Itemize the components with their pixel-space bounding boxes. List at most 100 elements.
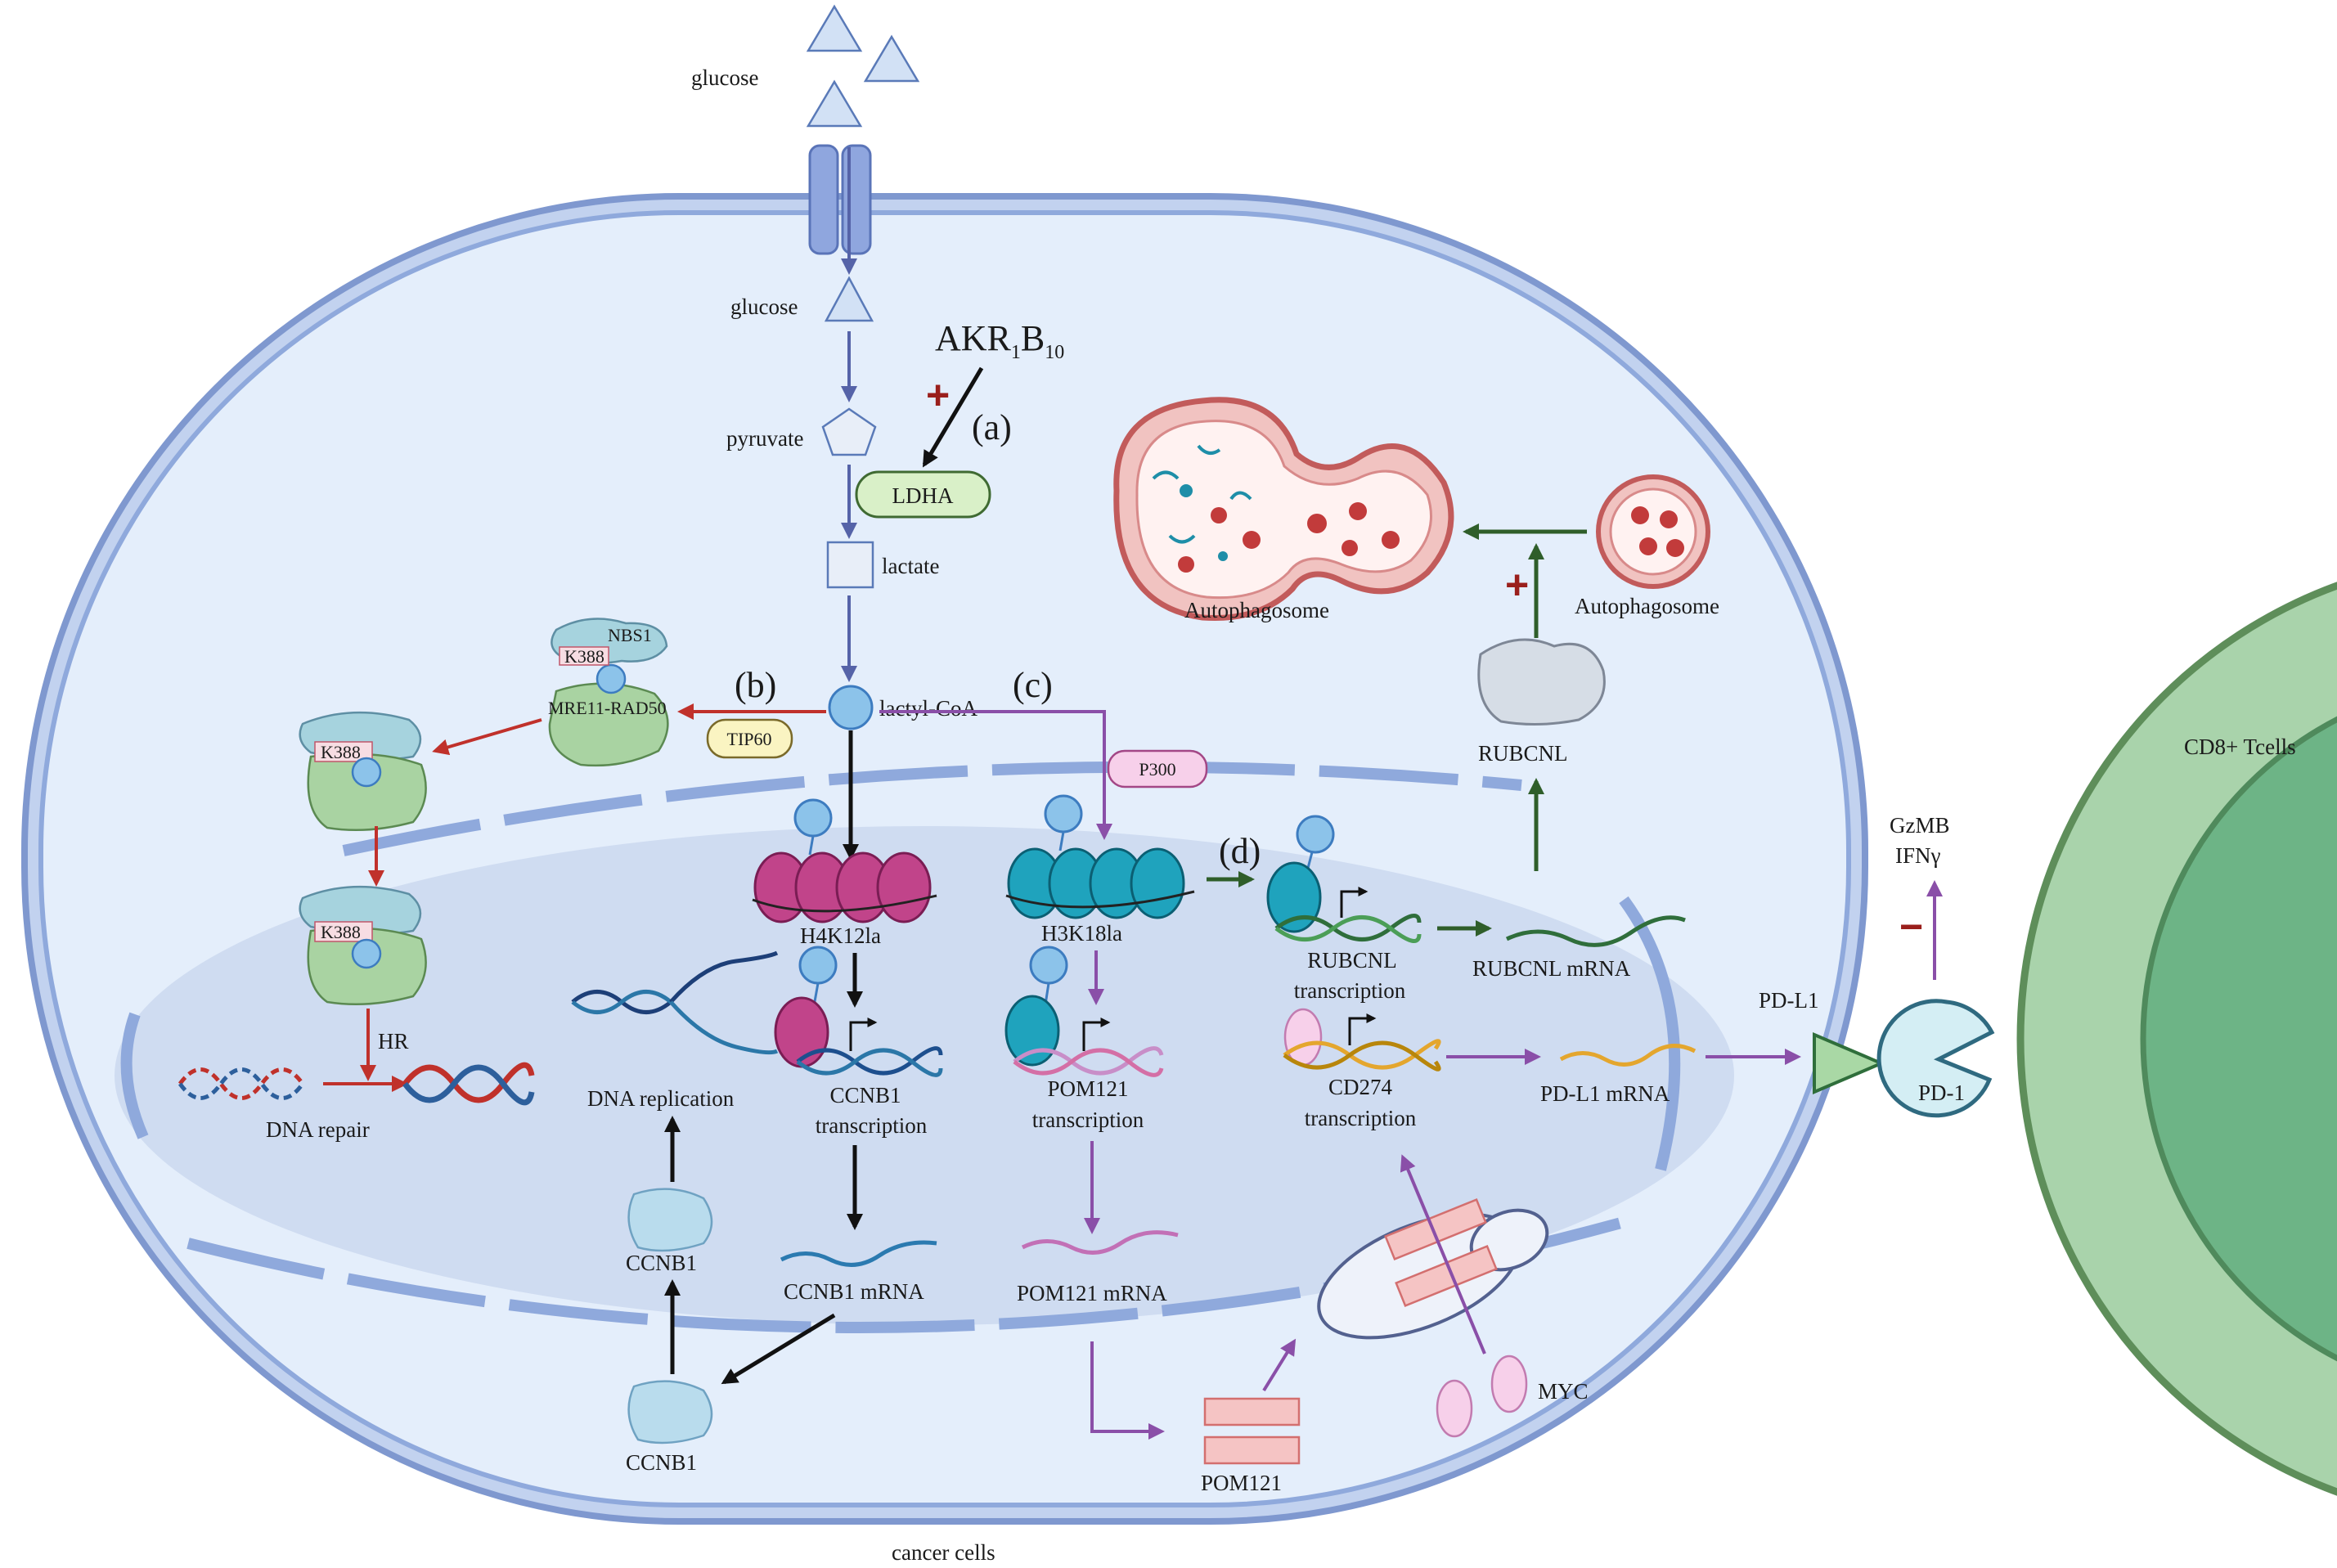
arrow-mre11-to-complex bbox=[432, 718, 542, 756]
pom121-gene-helix-icon bbox=[1013, 1018, 1164, 1077]
arrow-akr1b10-to-ldha bbox=[922, 366, 984, 468]
ldha-label: LDHA bbox=[892, 483, 954, 508]
arrow-ccnb1-mrna-to-protein bbox=[721, 1313, 836, 1385]
ccnb1-protein-upper-icon bbox=[627, 1188, 713, 1252]
ccnb1-transcription-label-1: CCNB1 bbox=[829, 1083, 901, 1107]
pyruvate-icon bbox=[821, 407, 877, 456]
glucose-molecules-outside bbox=[806, 4, 920, 128]
h3k18la-nucleosomes bbox=[1005, 847, 1195, 919]
dna-replication-label: DNA replication bbox=[587, 1086, 735, 1111]
ifng-label: IFNγ bbox=[1895, 843, 1941, 868]
lactyl-mark-h3 bbox=[1044, 794, 1083, 833]
lactyl-mark-h4 bbox=[793, 798, 833, 838]
ldha-enzyme bbox=[855, 470, 991, 519]
pd1-receptor-icon bbox=[1876, 999, 1995, 1118]
arrow-lactylcoa-to-h3k18la bbox=[879, 710, 1112, 840]
p300-label: P300 bbox=[1139, 759, 1175, 780]
dna-repair-label: DNA repair bbox=[266, 1117, 370, 1142]
pdl1-label: PD-L1 bbox=[1759, 988, 1819, 1013]
lactyl-coa-label: lactyl-CoA bbox=[879, 696, 977, 721]
pyruvate-label: pyruvate bbox=[726, 426, 803, 451]
repaired-dna-helix-icon bbox=[402, 1062, 535, 1106]
rubcnl-mrna-icon bbox=[1505, 915, 1686, 947]
lactyl-mark-h3-stem bbox=[1058, 831, 1065, 851]
h3k18la-label: H3K18la bbox=[1041, 921, 1122, 946]
ccnb1-mrna-label: CCNB1 mRNA bbox=[784, 1279, 924, 1304]
pdl1-mrna-icon bbox=[1559, 1044, 1697, 1067]
lactyl-mark-rubcnl bbox=[1296, 815, 1335, 854]
lactyl-coa-icon bbox=[828, 685, 874, 730]
ccnb1-gene-helix-icon bbox=[796, 1018, 943, 1077]
cd274-transcription-label-1: CD274 bbox=[1328, 1075, 1393, 1099]
autophagosome-small-icon bbox=[1596, 474, 1710, 589]
pom121-transcription-label-2: transcription bbox=[1032, 1107, 1144, 1132]
nuclear-pore-complex-icon bbox=[1317, 1197, 1549, 1340]
rubcnl-protein-label: RUBCNL bbox=[1478, 741, 1568, 766]
tag-b: (b) bbox=[735, 665, 776, 705]
gzmb-label: GzMB bbox=[1890, 813, 1950, 838]
myc-protein-icon bbox=[1436, 1355, 1528, 1438]
nbs1-mre11-complex-1 bbox=[299, 711, 427, 832]
arrow-pom121-to-pore bbox=[1262, 1338, 1297, 1392]
pom121-nucleosome bbox=[1004, 995, 1060, 1067]
tip60-enzyme bbox=[706, 718, 793, 759]
lactate-label: lactate bbox=[882, 554, 939, 578]
pom121-mrna-label: POM121 mRNA bbox=[1017, 1281, 1167, 1305]
lactyl-mark-ccnb1 bbox=[798, 946, 838, 985]
pdl1-ligand-icon bbox=[1813, 1031, 1886, 1095]
h4k12la-nucleosomes bbox=[752, 851, 937, 923]
pom121-protein-icon bbox=[1203, 1397, 1301, 1465]
cd274-gene-helix-icon bbox=[1283, 1013, 1441, 1072]
h4k12la-label: H4K12la bbox=[800, 923, 881, 948]
rubcnl-transcription-label-2: transcription bbox=[1294, 978, 1406, 1003]
rubcnl-transcription-label-1: RUBCNL bbox=[1307, 948, 1397, 973]
pom121-transcription-label-1: POM121 bbox=[1047, 1076, 1128, 1101]
arrow-pom121-mrna-to-protein bbox=[1090, 1341, 1165, 1440]
lactyl-mark-h4-stem bbox=[808, 835, 815, 856]
rubcnl-protein-icon bbox=[1477, 638, 1606, 726]
rubcnl-nucleosome bbox=[1266, 861, 1322, 933]
tag-a: (a) bbox=[972, 407, 1012, 447]
k388-label-top: K388 bbox=[564, 646, 604, 667]
glucose-outside-label: glucose bbox=[691, 65, 758, 90]
nbs1-label: NBS1 bbox=[608, 625, 652, 645]
cd8-tcells-label: CD8+ Tcells bbox=[2184, 735, 2296, 759]
lactate-icon bbox=[826, 541, 874, 589]
glucose-inside-label: glucose bbox=[730, 294, 798, 319]
glucose-icon bbox=[824, 276, 874, 322]
mre11-rad50-label: MRE11-RAD50 bbox=[548, 698, 667, 718]
ccnb1-transcription-label-2: transcription bbox=[816, 1113, 928, 1138]
pd1-minus-sign: − bbox=[1899, 904, 1923, 950]
ccnb1-protein-upper-label: CCNB1 bbox=[626, 1251, 697, 1275]
pd1-label: PD-1 bbox=[1918, 1081, 1965, 1105]
glucose-transporter bbox=[808, 144, 872, 255]
cd8-tcell bbox=[2016, 582, 2337, 1496]
autophagosome-small-label: Autophagosome bbox=[1575, 594, 1719, 618]
rubcnl-mrna-label: RUBCNL mRNA bbox=[1472, 956, 1631, 981]
mre11-rad50-complex bbox=[548, 618, 669, 767]
autophagosome-large-icon bbox=[1113, 397, 1454, 622]
tip60-label: TIP60 bbox=[727, 729, 772, 749]
myc-label: MYC bbox=[1538, 1379, 1589, 1404]
cd274-transcription-label-2: transcription bbox=[1305, 1106, 1417, 1130]
ccnb1-protein-lower-icon bbox=[627, 1380, 713, 1444]
tag-d: (d) bbox=[1219, 831, 1261, 871]
akr-plus-sign: + bbox=[926, 372, 950, 418]
pom121-mrna-icon bbox=[1021, 1230, 1179, 1255]
pom121-protein-label: POM121 bbox=[1201, 1471, 1282, 1495]
hr-label: HR bbox=[378, 1029, 409, 1054]
k388-label-mid: K388 bbox=[321, 742, 361, 762]
ccnb1-mrna-icon bbox=[780, 1240, 937, 1267]
autophagy-plus-sign: + bbox=[1505, 562, 1529, 608]
autophagosome-large-label: Autophagosome bbox=[1184, 598, 1329, 622]
arrow-myc-to-cd274 bbox=[1400, 1154, 1486, 1355]
myc-bound-icon bbox=[1283, 1008, 1323, 1067]
p300-enzyme bbox=[1107, 749, 1208, 788]
k388-label-low: K388 bbox=[321, 922, 361, 942]
cancer-cells-label: cancer cells bbox=[892, 1540, 995, 1565]
ccnb1-protein-lower-label: CCNB1 bbox=[626, 1450, 697, 1475]
pdl1-mrna-label: PD-L1 mRNA bbox=[1540, 1081, 1670, 1106]
lactyl-mark-pom121 bbox=[1029, 946, 1068, 985]
rubcnl-gene-helix-icon bbox=[1274, 887, 1422, 943]
